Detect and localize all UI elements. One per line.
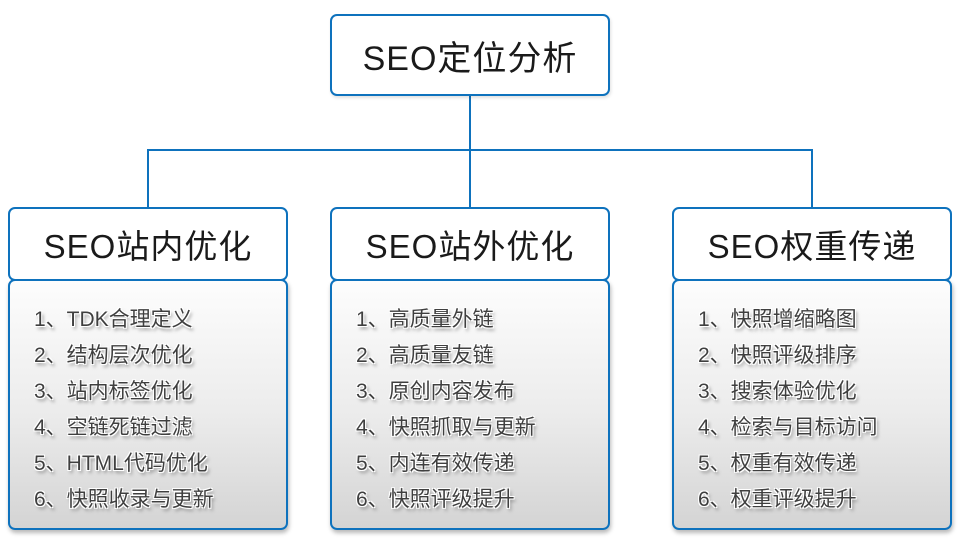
list-item: 5、权重有效传递	[698, 452, 857, 475]
list-item: 6、快照收录与更新	[34, 488, 214, 511]
list-item: 2、结构层次优化	[34, 344, 193, 367]
list-item: 4、空链死链过滤	[34, 416, 193, 439]
list-item: 5、HTML代码优化	[34, 452, 208, 475]
branch-header: SEO站外优化	[330, 207, 610, 281]
list-item: 3、原创内容发布	[356, 380, 515, 403]
branch-header: SEO权重传递	[672, 207, 952, 281]
branch-onsite-optimization: SEO站内优化 1、TDK合理定义 2、结构层次优化 3、站内标签优化 4、空链…	[8, 207, 288, 530]
list-item: 2、快照评级排序	[698, 344, 857, 367]
root-node-seo-positioning: SEO定位分析	[330, 14, 610, 96]
branch-title: SEO站内优化	[43, 228, 253, 265]
branch-weight-transfer: SEO权重传递 1、快照增缩略图 2、快照评级排序 3、搜索体验优化 4、检索与…	[672, 207, 952, 530]
list-item: 4、检索与目标访问	[698, 416, 878, 439]
branch-offsite-optimization: SEO站外优化 1、高质量外链 2、高质量友链 3、原创内容发布 4、快照抓取与…	[330, 207, 610, 530]
branch-item-list: 1、TDK合理定义 2、结构层次优化 3、站内标签优化 4、空链死链过滤 5、H…	[8, 279, 288, 530]
list-item: 3、搜索体验优化	[698, 380, 857, 403]
branch-title: SEO权重传递	[707, 228, 917, 265]
list-item: 1、快照增缩略图	[698, 308, 857, 331]
branch-header: SEO站内优化	[8, 207, 288, 281]
branch-item-list: 1、高质量外链 2、高质量友链 3、原创内容发布 4、快照抓取与更新 5、内连有…	[330, 279, 610, 530]
list-item: 3、站内标签优化	[34, 380, 193, 403]
branch-item-list: 1、快照增缩略图 2、快照评级排序 3、搜索体验优化 4、检索与目标访问 5、权…	[672, 279, 952, 530]
list-item: 2、高质量友链	[356, 344, 494, 367]
list-item: 1、TDK合理定义	[34, 308, 193, 331]
list-item: 1、高质量外链	[356, 308, 494, 331]
root-node-label: SEO定位分析	[362, 39, 578, 78]
list-item: 6、权重评级提升	[698, 488, 857, 511]
branch-title: SEO站外优化	[365, 228, 575, 265]
list-item: 6、快照评级提升	[356, 488, 515, 511]
list-item: 5、内连有效传递	[356, 452, 515, 475]
list-item: 4、快照抓取与更新	[356, 416, 536, 439]
